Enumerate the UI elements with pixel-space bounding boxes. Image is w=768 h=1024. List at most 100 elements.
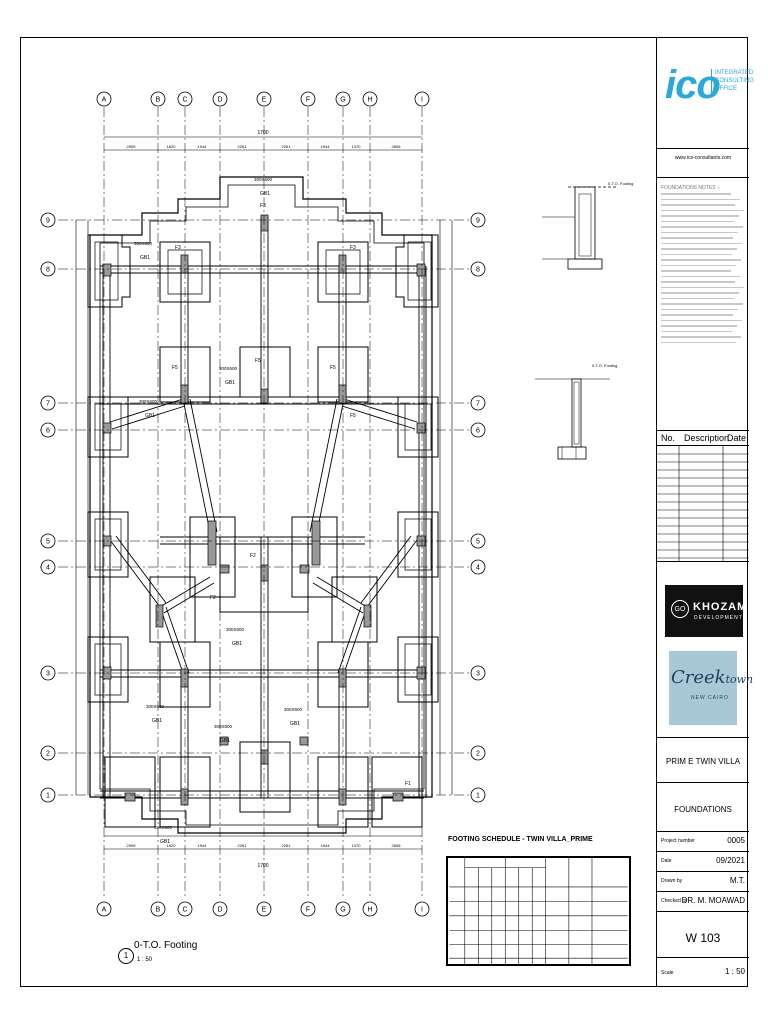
view-title: 0-T.O. Footing [134, 940, 198, 951]
rev-description-header: Description [684, 433, 730, 443]
grid-bubble-6: 6 [476, 428, 480, 435]
section-1-level-label: 0-T.O. Footing [608, 181, 633, 186]
segment-dimension: 1620 [167, 843, 177, 848]
segment-dimension: 1944 [321, 144, 331, 149]
grid-bubble-A: A [102, 907, 107, 914]
grid-bubble-F: F [306, 907, 310, 914]
grade-beam-label: GB1 [152, 718, 162, 724]
grid-bubble-9: 9 [476, 218, 480, 225]
rev-no-header: No. [661, 433, 676, 443]
creek-town-logo: Creektown NEW CAIRO [669, 651, 753, 725]
section-2-level-label: 0-T.O. Footing [592, 363, 617, 368]
foundation-notes-title: FOUNDATIONS NOTES :- [661, 185, 721, 191]
grid-bubble-2: 2 [476, 751, 480, 758]
grid-bubble-H: H [367, 907, 372, 914]
sheet-name: FOUNDATIONS [674, 805, 732, 814]
drawn-by-value: M.T. [729, 876, 745, 885]
grid-bubble-E: E [262, 97, 267, 104]
grade-beam-size: 300X600 [139, 399, 158, 404]
grade-beam-size: 300X600 [146, 704, 165, 709]
grade-beam-size: 300X600 [226, 627, 245, 632]
grade-beam-label: GB1 [225, 380, 235, 386]
grade-beam-label: GB1 [290, 721, 300, 727]
grid-bubble-1: 1 [476, 793, 480, 800]
footing-label: F3 [260, 203, 266, 209]
drawing-sheet-border [20, 37, 748, 987]
segment-dimension: 2261 [282, 843, 292, 848]
grid-bubble-C: C [182, 97, 187, 104]
foundation-notes-text [661, 193, 745, 347]
grid-bubble-I: I [421, 907, 423, 914]
grade-beam-size: 300X600 [219, 366, 238, 371]
grid-bubble-8: 8 [476, 267, 480, 274]
grid-bubble-7: 7 [476, 401, 480, 408]
footing-label: F3 [350, 245, 356, 251]
revision-table-rows [657, 446, 749, 561]
project-name: PRIM E TWIN VILLA [665, 757, 741, 766]
ico-logo-cell: ico INTEGRATED CONSULTING OFFICE [657, 37, 754, 149]
segment-dimension: 2806 [392, 843, 402, 848]
sheet-number: W 103 [685, 931, 721, 945]
footing-label: F5 [255, 358, 261, 364]
grade-beam-label: GB1 [232, 641, 242, 647]
grid-bubble-7: 7 [46, 401, 50, 408]
title-block: ico INTEGRATED CONSULTING OFFICE www.ico… [656, 37, 754, 987]
grid-bubble-C: C [182, 907, 187, 914]
segment-dimension: 2905 [127, 144, 137, 149]
view-number-bubble: 1 [118, 948, 134, 964]
segment-dimension: 2261 [238, 843, 248, 848]
grade-beam-label: GB1 [145, 413, 155, 419]
grade-beam-size: 300X600 [254, 177, 273, 182]
view-scale: 1 : 50 [137, 957, 153, 963]
grid-bubble-4: 4 [46, 565, 50, 572]
grid-bubble-6: 6 [46, 428, 50, 435]
footing-label: F5 [350, 413, 356, 419]
overall-dimension: 1700 [257, 863, 268, 869]
grid-bubble-D: D [217, 97, 222, 104]
grade-beam-label: GB1 [160, 839, 170, 845]
project-number-value: 0005 [727, 836, 745, 845]
checked-by-row: Checked by DR. M. MOAWAD [657, 891, 749, 911]
grade-beam-size: 300X600 [154, 825, 173, 830]
grid-bubble-G: G [340, 97, 345, 104]
grid-bubble-B: B [156, 97, 161, 104]
scale-row: Scale 1 : 50 [657, 957, 749, 987]
footing-label: F2 [210, 595, 216, 601]
project-number-row: Project number 0005 [657, 831, 749, 851]
footing-label: F5 [330, 365, 336, 371]
grade-beam-label: GB1 [220, 738, 230, 744]
khozam-developments-logo: GO KHOZAM DEVELOPMENTS [665, 585, 746, 637]
grid-bubble-5: 5 [46, 539, 50, 546]
segment-dimension: 1370 [352, 144, 362, 149]
scale-value: 1 : 50 [724, 967, 745, 976]
grid-bubble-9: 9 [46, 218, 50, 225]
segment-dimension: 2806 [392, 144, 402, 149]
grade-beam-size: 300X600 [284, 707, 303, 712]
footing-label: F1 [405, 781, 411, 787]
grade-beam-label: GB1 [260, 191, 270, 197]
rev-date-header: Date [727, 433, 747, 443]
segment-dimension: 1944 [198, 144, 208, 149]
segment-dimension: 1370 [352, 843, 362, 848]
footing-label: F5 [172, 365, 178, 371]
date-row: Date 09/2021 [657, 851, 749, 871]
grade-beam-label: GB1 [140, 255, 150, 261]
grade-beam-size: 300X600 [214, 724, 233, 729]
date-value: 09/2021 [716, 856, 745, 865]
ico-logo-subtitle: INTEGRATED CONSULTING OFFICE [711, 69, 754, 93]
grid-bubble-H: H [367, 97, 372, 104]
footing-label: F2 [250, 553, 256, 559]
segment-dimension: 2261 [282, 144, 292, 149]
drawn-by-row: Drawn by M.T. [657, 871, 749, 891]
segment-dimension: 2905 [127, 843, 137, 848]
segment-dimension: 1620 [167, 144, 177, 149]
grade-beam-size: 300X600 [134, 241, 153, 246]
grid-bubble-B: B [156, 907, 161, 914]
footing-schedule-table [446, 856, 631, 966]
grid-bubble-3: 3 [46, 671, 50, 678]
overall-dimension: 1700 [257, 130, 268, 136]
grid-bubble-E: E [262, 907, 267, 914]
segment-dimension: 1944 [198, 843, 208, 848]
grid-bubble-D: D [217, 907, 222, 914]
